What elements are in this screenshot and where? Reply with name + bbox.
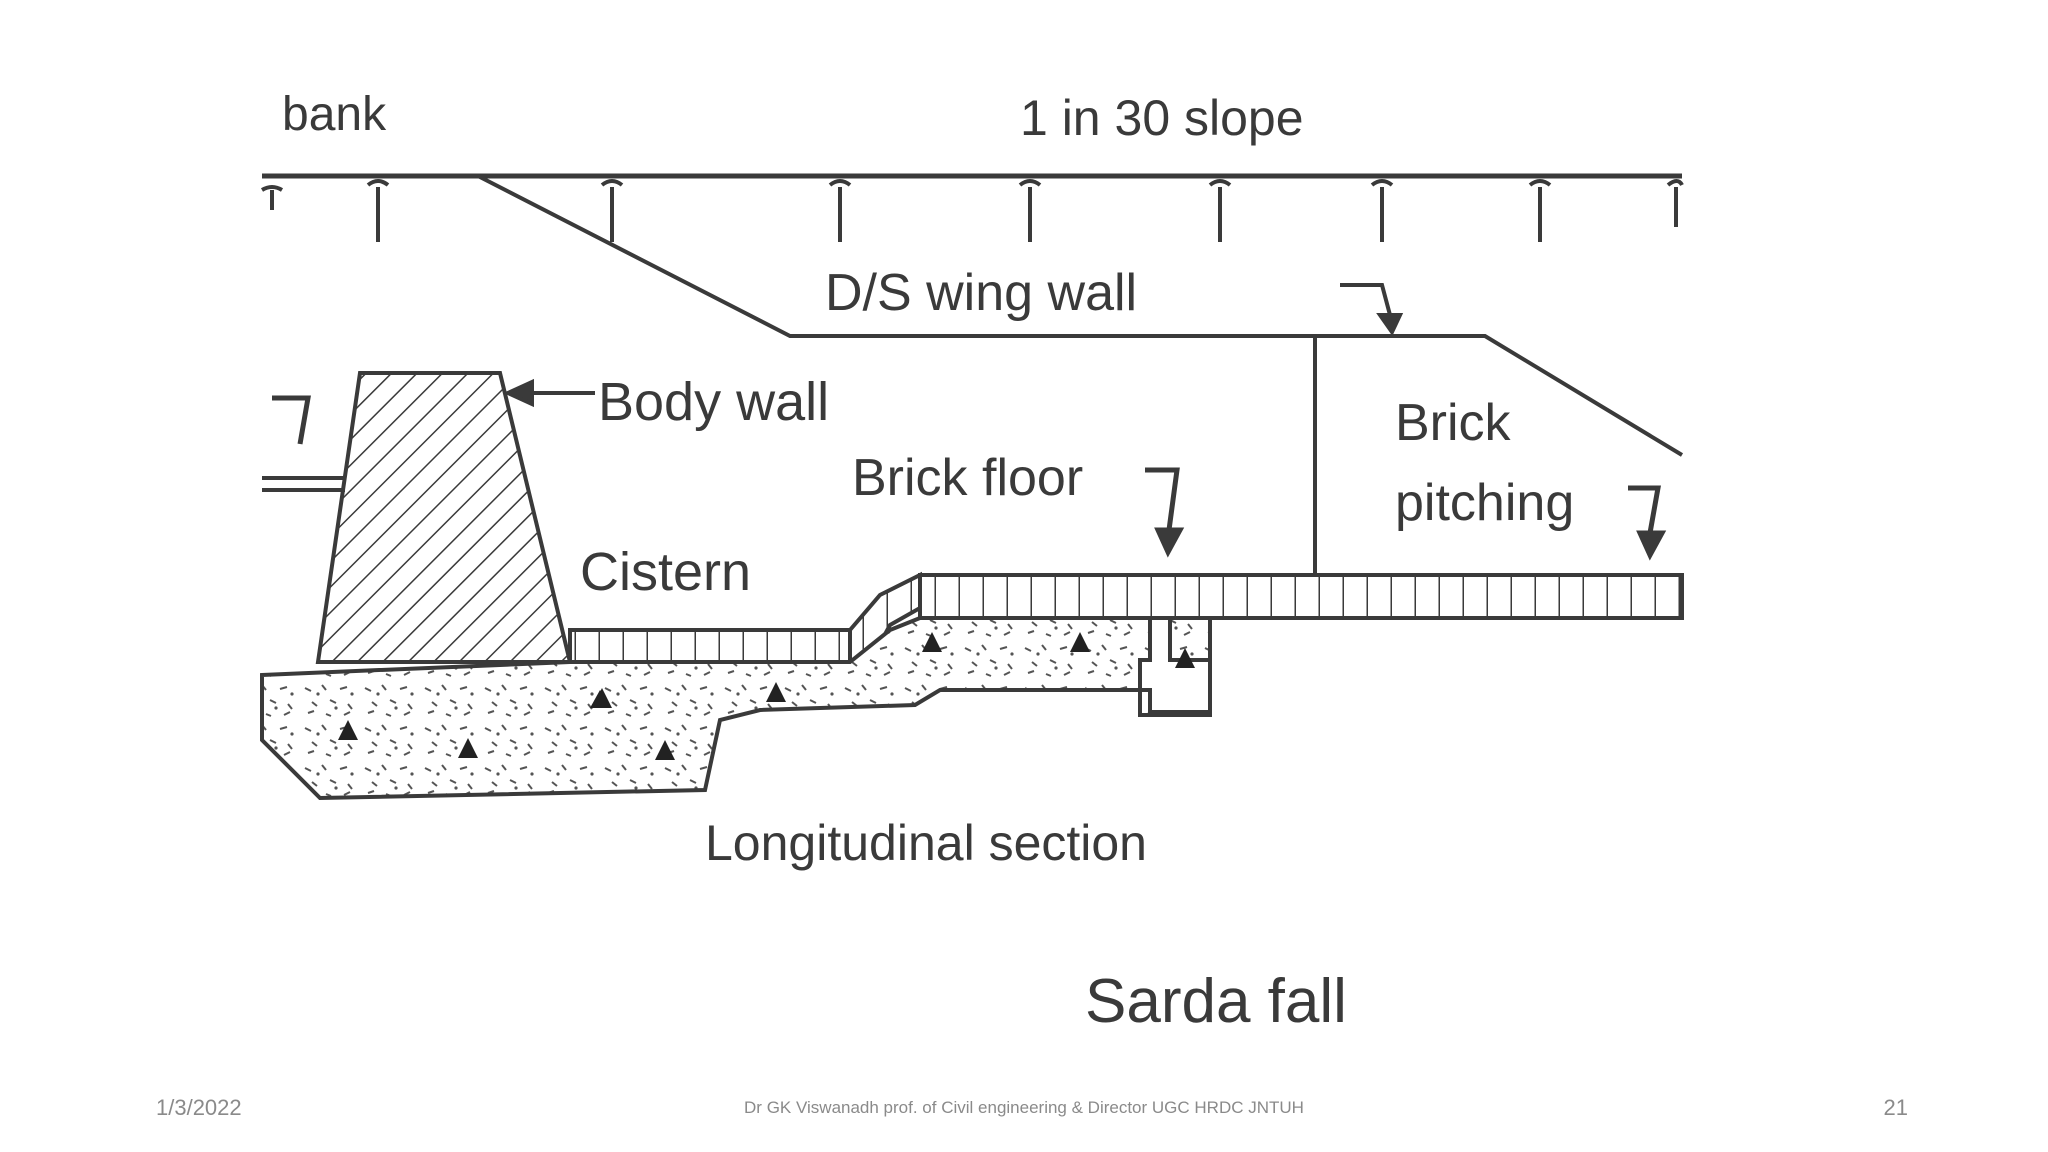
label-pitching: pitching — [1395, 474, 1574, 532]
label-body-wall: Body wall — [598, 372, 829, 432]
footer-date: 1/3/2022 — [156, 1095, 242, 1120]
footer-page-number: 21 — [1883, 1095, 1908, 1120]
soil-marks — [260, 179, 1684, 242]
body-wall — [315, 371, 573, 664]
label-longitudinal-section: Longitudinal section — [705, 815, 1147, 871]
downstream-brick-floor — [918, 573, 1684, 620]
footer-credit: Dr GK Viswanadh prof. of Civil engineeri… — [744, 1098, 1304, 1117]
concrete-foundation — [260, 616, 1212, 801]
body-wall-arrow — [503, 378, 595, 408]
label-ds-wing-wall: D/S wing wall — [825, 264, 1137, 322]
brick-floor-arrow — [1145, 467, 1185, 558]
wing-wall-arrow — [1340, 283, 1404, 336]
brick-pitching-arrow — [1628, 485, 1667, 561]
cistern-brick-floor — [568, 628, 852, 664]
upstream-water-mark — [262, 395, 345, 492]
label-cistern: Cistern — [580, 542, 751, 602]
diagram-title: Sarda fall — [1085, 967, 1347, 1036]
label-brick: Brick — [1395, 394, 1512, 452]
ds-wing-wall-outline — [477, 174, 1684, 574]
aggregate-markers — [338, 632, 1195, 760]
label-brick-floor: Brick floor — [852, 449, 1083, 507]
label-bank: bank — [282, 88, 387, 141]
label-slope: 1 in 30 slope — [1020, 90, 1304, 146]
